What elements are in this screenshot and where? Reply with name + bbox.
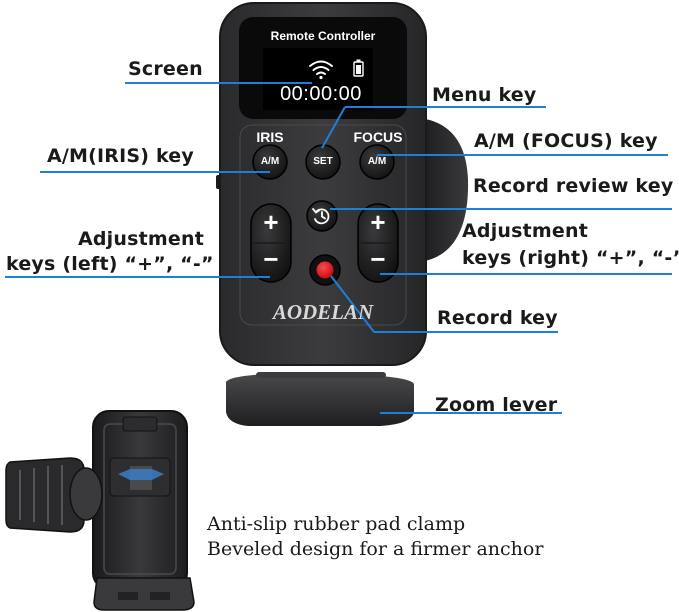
focus-label: FOCUS [353,129,403,145]
clamp-illustration [5,410,195,611]
callout-menu-key: Menu key [432,84,537,106]
wifi-icon [309,60,333,75]
left-minus-label: − [263,244,279,274]
callout-zoom-lever: Zoom lever [435,394,558,416]
callout-record-review-key: Record review key [473,175,674,197]
focus-wheel [420,118,469,262]
set-key-label: SET [313,156,333,167]
record-dot [316,261,334,279]
battery-icon [353,59,364,77]
screen-time: 00:00:00 [280,83,362,105]
screen-display [263,48,373,110]
key-panel [239,124,407,326]
brand-logo: AODELAN [272,300,374,324]
callout-am-iris-key: A/M(IRIS) key [47,145,194,167]
left-plus-label: + [263,207,279,237]
am-iris-button[interactable] [252,144,288,180]
history-icon [312,208,330,225]
right-minus-label: − [370,244,386,274]
callout-adjust-left-line2: keys (left) “+”, “-” [6,253,214,275]
caption-line-1: Anti-slip rubber pad clamp [207,513,466,535]
callout-screen: Screen [128,58,203,80]
am-focus-key-label: A/M [367,156,387,167]
iris-label: IRIS [256,129,284,145]
callout-adjust-right-line1: Adjustment [462,220,589,242]
zoom-lever[interactable] [226,373,414,426]
right-plus-label: + [370,207,386,237]
screen-title: Remote Controller [270,29,376,43]
callout-leaders [5,82,672,414]
callout-adjust-right-line2: keys (right) “+”, “-” [462,247,679,269]
callout-adjust-left-line1: Adjustment [77,228,204,250]
am-focus-button[interactable] [359,144,395,180]
am-iris-key-label: A/M [260,156,280,167]
caption-line-2: Beveled design for a firmer anchor [207,538,544,560]
callout-record-key: Record key [437,307,558,329]
callout-am-focus-key: A/M (FOCUS) key [474,130,658,152]
